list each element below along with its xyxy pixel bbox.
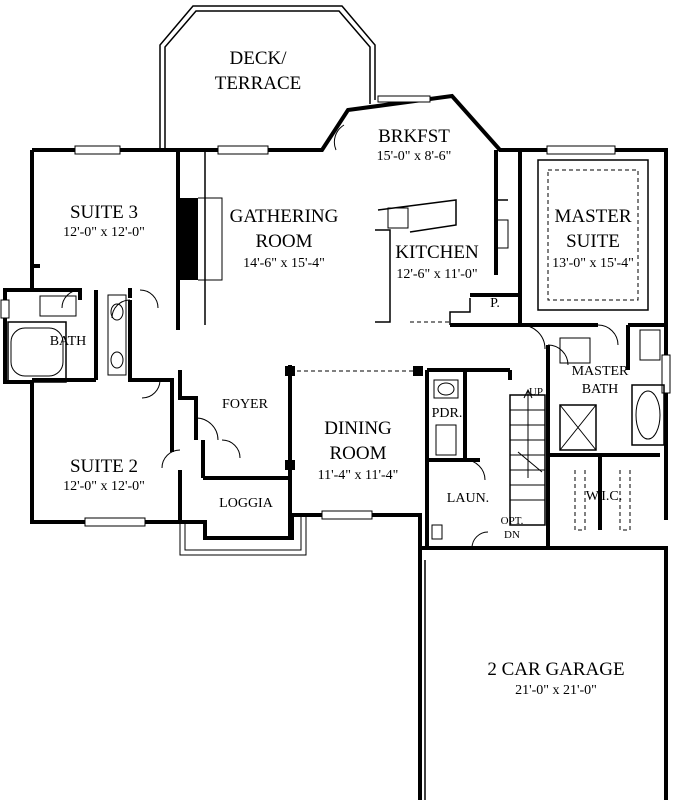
dining-label-line1: DINING (324, 418, 392, 439)
suite2-label: SUITE 2 (70, 456, 138, 477)
master-bath-label-line1: MASTER (572, 364, 629, 379)
suite3-size: 12'-0" x 12'-0" (63, 225, 145, 240)
loggia-label: LOGGIA (219, 496, 274, 511)
interior-walls (32, 150, 666, 548)
dining-label-line2: ROOM (329, 443, 386, 464)
brkfst-size: 15'-0" x 8'-6" (377, 149, 452, 164)
master-bath-label-line2: BATH (582, 382, 619, 397)
garage-details (424, 524, 443, 800)
pdr-label: PDR. (432, 406, 463, 421)
stairs-up-label: UP (529, 386, 543, 398)
bath-fixtures (39, 294, 665, 531)
garage-label: 2 CAR GARAGE (487, 659, 624, 680)
opt-dn-label-line1: OPT. (501, 515, 524, 527)
garage-size: 21'-0" x 21'-0" (515, 683, 597, 698)
dining-size: 11'-4" x 11'-4" (318, 468, 399, 483)
gathering-size: 14'-6" x 15'-4" (243, 256, 325, 271)
tray-ceiling (537, 159, 649, 311)
suite2-size: 12'-0" x 12'-0" (63, 479, 145, 494)
bath-bumpout (3, 266, 67, 384)
master-suite-size: 13'-0" x 15'-4" (552, 256, 634, 271)
opt-dn-label-line2: DN (504, 529, 520, 541)
kitchen-cabinets (375, 199, 509, 325)
room-labels: DECK/ TERRACE BRKFST 15'-0" x 8'-6" SUIT… (50, 48, 634, 698)
doors (61, 124, 619, 549)
gathering-label-line2: ROOM (255, 231, 312, 252)
deck-label-line1: DECK/ (230, 48, 288, 69)
wic-label: W.I.C. (586, 489, 622, 504)
deck-outline (159, 5, 376, 148)
master-suite-label-line2: SUITE (566, 231, 620, 252)
kitchen-size: 12'-6" x 11'-0" (396, 267, 477, 282)
pantry-label: P. (490, 296, 500, 311)
laundry-label: LAUN. (447, 491, 489, 506)
bath-label: BATH (50, 334, 87, 349)
stairs (509, 388, 546, 526)
deck-label-line2: TERRACE (215, 73, 302, 94)
suite3-label: SUITE 3 (70, 202, 138, 223)
windows (0, 95, 671, 527)
foyer-label: FOYER (222, 397, 269, 412)
gathering-label-line1: GATHERING (230, 206, 339, 227)
kitchen-label: KITCHEN (395, 242, 479, 263)
brkfst-label: BRKFST (378, 126, 450, 147)
master-suite-label-line1: MASTER (554, 206, 631, 227)
loggia-walls (179, 516, 307, 556)
